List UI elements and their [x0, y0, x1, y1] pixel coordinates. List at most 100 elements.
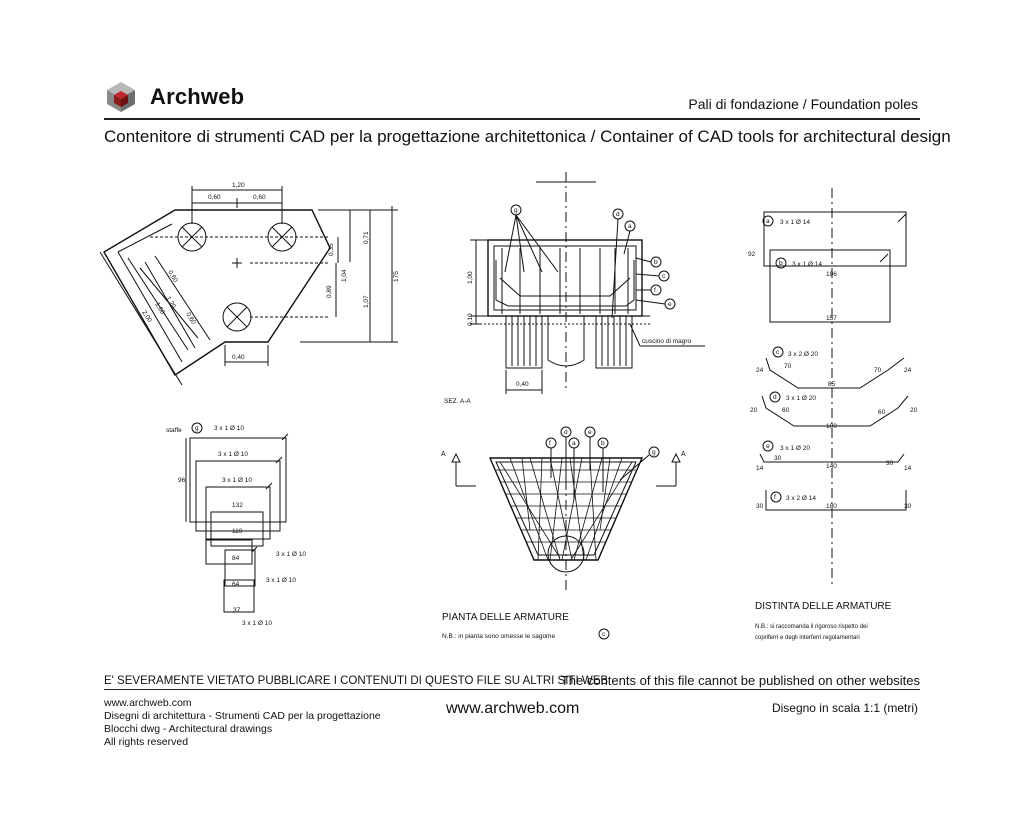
section-label: SEZ. A-A	[444, 398, 471, 405]
stirrup-width: 110	[232, 528, 243, 535]
stirrup-spec: 3 x 1 Ø 10	[218, 451, 248, 458]
bar-dim-f-1: 30	[756, 503, 764, 510]
armature-plan-title: PIANTA DELLE ARMATURE	[442, 612, 569, 623]
armature-letter-e: e	[588, 429, 592, 436]
bar-dim-b-1: 157	[826, 315, 837, 322]
bar-dim-e-3: 140	[826, 463, 837, 470]
dim-top-right: 0,60	[253, 194, 266, 201]
archweb-logo-icon	[107, 82, 135, 112]
bar-schedule-note-2: copriferri e degli interferri regolament…	[755, 635, 860, 641]
section-letter-g: g	[514, 207, 518, 214]
dim-top-left: 0,60	[208, 194, 221, 201]
brand-name: Archweb	[150, 84, 245, 109]
section-mark-left: A	[441, 451, 446, 458]
drawing-subject: Pali di fondazione / Foundation poles	[688, 96, 918, 112]
bar-dim-c-4: 70	[874, 367, 882, 374]
bar-dim-c-2: 70	[784, 363, 792, 370]
footer-url-link[interactable]: www.archweb.com	[446, 700, 580, 717]
stirrup-side: 96	[178, 477, 186, 484]
footer-line: Disegni di architettura - Strumenti CAD …	[104, 710, 381, 722]
section-cuscino-label: cuscino di magro	[642, 338, 692, 345]
dim-right-e: 1,07	[363, 295, 370, 308]
section-dim-pile: 0,40	[516, 381, 529, 388]
bar-spec-d: 3 x 1 Ø 20	[786, 395, 816, 402]
section-mark-right: A	[681, 451, 686, 458]
footer-line: Blocchi dwg - Architectural drawings	[104, 723, 273, 735]
copyright-warning-en: The contents of this file cannot be publ…	[560, 673, 920, 688]
copyright-warning-it: E' SEVERAMENTE VIETATO PUBBLICARE I CONT…	[104, 675, 609, 687]
dim-right-c: 1,04	[341, 269, 348, 282]
stirrup-spec: 3 x 1 Ø 10	[214, 425, 244, 432]
armature-letter-f: f	[549, 440, 551, 447]
stirrup-spec: 3 x 1 Ø 10	[222, 477, 252, 484]
bar-letter-f: f	[774, 494, 776, 501]
bar-dim-a-1: 92	[748, 251, 756, 258]
armature-plan-note: N.B.: in pianta sono omesse le sagome	[442, 633, 555, 640]
stirrup-width: 64	[232, 581, 240, 588]
bar-spec-f: 3 x 2 Ø 14	[786, 495, 816, 502]
section-letter-b: b	[654, 259, 658, 266]
stirrup-width: 84	[232, 555, 240, 562]
dim-diag-b: 1,20	[164, 295, 177, 310]
bar-schedule	[759, 188, 909, 586]
bar-dim-e-2: 30	[774, 455, 782, 462]
footer-site[interactable]: www.archweb.com	[104, 697, 192, 709]
section-letter-d: d	[616, 211, 620, 218]
bar-dim-d-2: 60	[782, 407, 790, 414]
dim-right-d: 0,89	[326, 285, 333, 298]
bar-dim-f-3: 30	[904, 503, 912, 510]
bar-spec-a: 3 x 1 Ø 14	[780, 219, 810, 226]
dim-top-total: 1,20	[232, 182, 245, 189]
section-a-a	[470, 172, 705, 394]
dim-bottom: 0,40	[232, 354, 245, 361]
bar-spec-e: 3 x 1 Ø 20	[780, 445, 810, 452]
section-letter-f: f	[654, 287, 656, 294]
staffe-label: staffe	[166, 427, 182, 434]
drawing-scale: Disegno in scala 1:1 (metri)	[771, 701, 918, 715]
stirrup-spec: 3 x 1 Ø 10	[266, 577, 296, 584]
section-letter-a: a	[628, 223, 632, 230]
bar-dim-f-2: 180	[826, 503, 837, 510]
bar-dim-d-1: 20	[750, 407, 758, 414]
armature-note-letter: c	[602, 631, 606, 638]
dim-diag-e: 2,00	[140, 309, 153, 324]
stirrups-set	[185, 422, 289, 613]
stirrup-spec: 3 x 1 Ø 10	[276, 551, 306, 558]
bar-letter-d: d	[773, 394, 777, 401]
bar-dim-d-3: 100	[826, 423, 837, 430]
bar-dim-c-5: 24	[904, 367, 912, 374]
section-dim-base: 0,10	[467, 313, 474, 326]
bar-letter-c: c	[776, 349, 780, 356]
header-divider	[104, 118, 920, 120]
section-dim-height: 1,00	[467, 271, 474, 284]
bar-spec-b: 3 x 1 Ø 14	[792, 261, 822, 268]
bar-schedule-note-1: N.B.: si raccomanda il rigoroso rispetto…	[755, 624, 868, 630]
bar-dim-c-3: 85	[828, 381, 836, 388]
bar-letter-b: b	[779, 260, 783, 267]
dim-right-a: 0,71	[363, 231, 370, 244]
bar-dim-e-4: 30	[886, 460, 894, 467]
section-letter-c: c	[662, 273, 666, 280]
bar-schedule-title: DISTINTA DELLE ARMATURE	[755, 601, 892, 612]
footer-divider	[104, 689, 920, 690]
bar-dim-d-5: 20	[910, 407, 918, 414]
armature-letter-b: b	[601, 440, 605, 447]
stirrup-spec: 3 x 1 Ø 10	[242, 620, 272, 627]
bar-dim-d-4: 60	[878, 409, 886, 416]
armature-letter-d: d	[564, 429, 568, 436]
section-letter-e: e	[668, 301, 672, 308]
armature-letter-g: g	[652, 449, 656, 456]
armature-plan	[451, 426, 681, 640]
footer-info: www.archweb.com Disegni di architettura …	[104, 697, 381, 749]
bar-letter-a: a	[766, 218, 770, 225]
bar-dim-e-1: 14	[756, 465, 764, 472]
bar-dim-a-2: 196	[826, 271, 837, 278]
armature-letter-a: a	[572, 440, 576, 447]
bar-letter-e: e	[766, 443, 770, 450]
footer-line: All rights reserved	[104, 736, 189, 748]
bar-dim-c-1: 24	[756, 367, 764, 374]
tagline: Contenitore di strumenti CAD per la prog…	[104, 127, 951, 146]
stirrup-letter: g	[195, 425, 199, 432]
dim-right-b: 0,35	[328, 243, 335, 256]
